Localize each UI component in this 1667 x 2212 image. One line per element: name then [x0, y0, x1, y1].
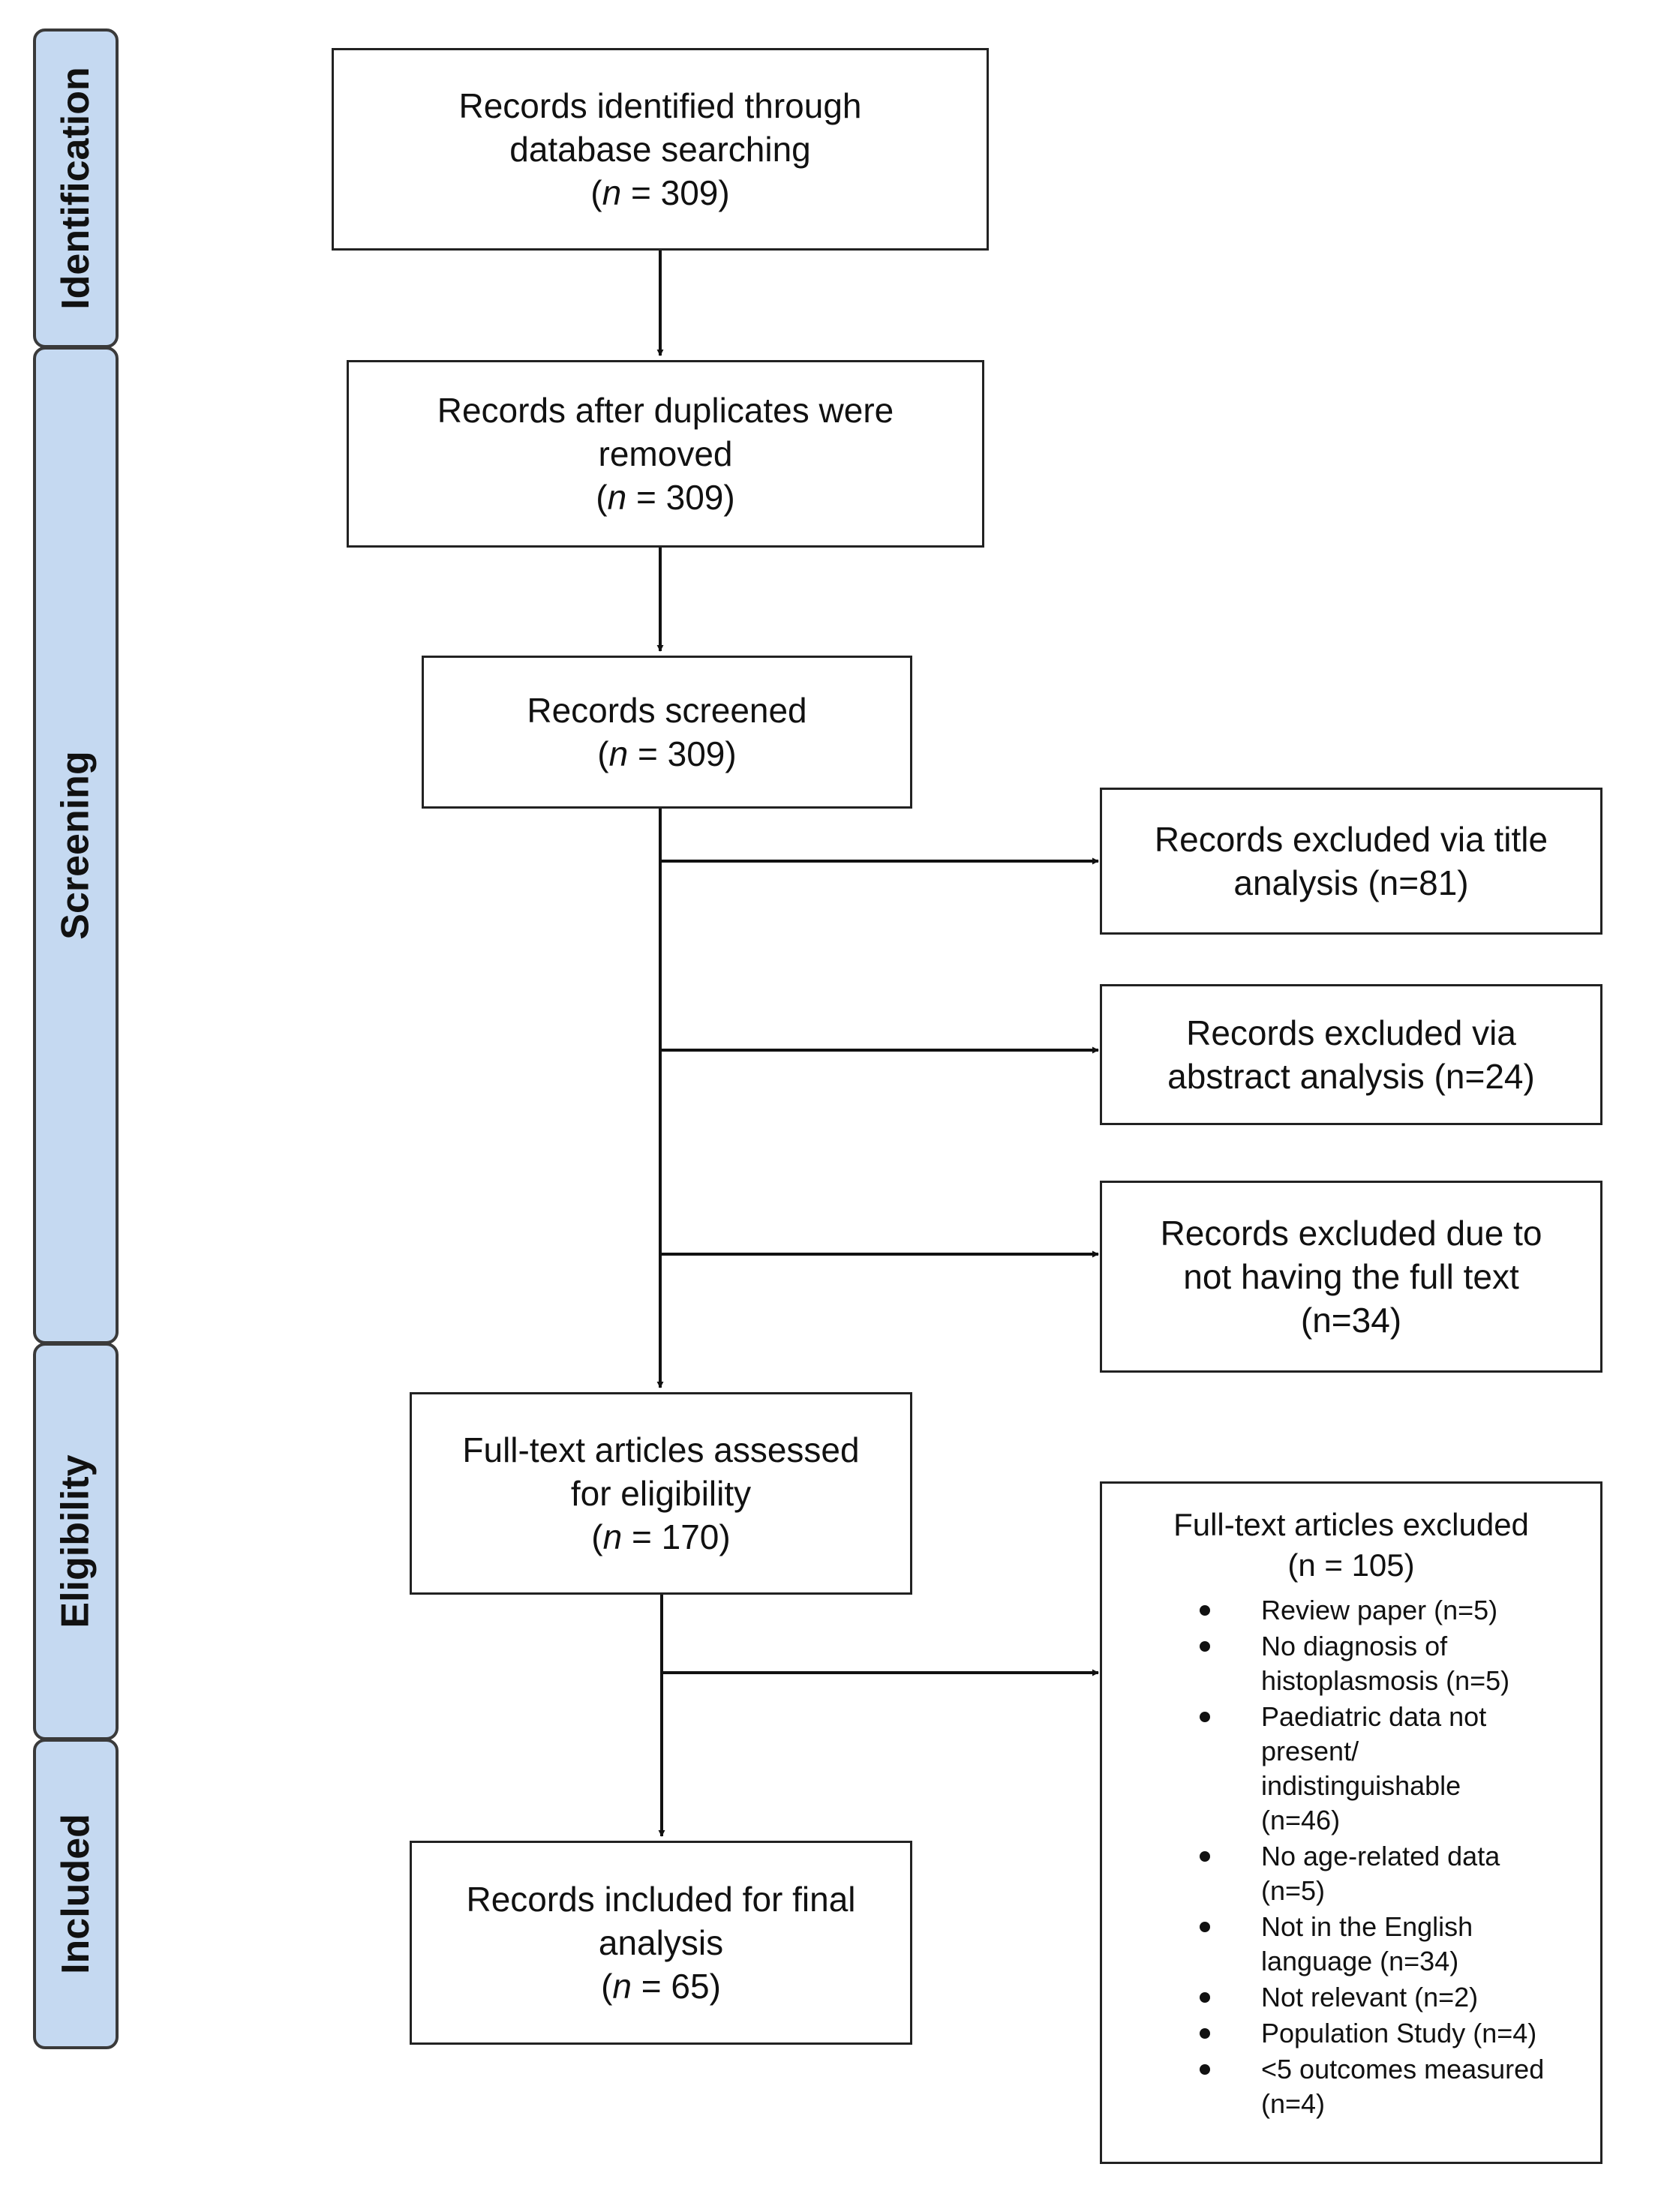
box-included-final-count: (n = 65)	[601, 1967, 721, 2006]
exclusion-reason-text: (n=46)	[1261, 1805, 1341, 1835]
exclusion-reason-text: Review paper (n=5)	[1261, 1595, 1498, 1625]
box-records-deduplicated: Records after duplicates were removed (n…	[347, 360, 984, 548]
box-fulltext-assessed-line2: for eligibility	[570, 1474, 752, 1513]
box-excluded-fulltext-missing-line2: not having the full text	[1183, 1257, 1519, 1296]
exclusion-reason-item: <5 outcomes measured (n=4)	[1102, 2052, 1600, 2121]
exclusion-reason-text: Not in the English	[1261, 1911, 1473, 1942]
box-records-identified: Records identified through database sear…	[332, 48, 989, 251]
exclusion-reason-text: present/	[1261, 1736, 1359, 1766]
box-excluded-fulltext-missing: Records excluded due to not having the f…	[1100, 1181, 1602, 1373]
bullet-icon	[1200, 1851, 1210, 1862]
box-excluded-title: Records excluded via title analysis (n=8…	[1100, 788, 1602, 935]
box-excluded-abstract: Records excluded via abstract analysis (…	[1100, 984, 1602, 1125]
bullet-icon	[1200, 2064, 1210, 2075]
box-included-final: Records included for final analysis (n =…	[410, 1841, 912, 2045]
box-records-identified-line1: Records identified through	[458, 86, 862, 125]
exclusion-reason-item: Population Study (n=4)	[1102, 2016, 1600, 2051]
box-records-screened: Records screened (n = 309)	[422, 656, 912, 809]
box-excluded-abstract-line2: abstract analysis (n=24)	[1167, 1057, 1535, 1096]
exclusion-reason-item: Not in the English language (n=34)	[1102, 1910, 1600, 1979]
exclusion-reason-text: Not relevant (n=2)	[1261, 1982, 1479, 2012]
exclusion-reason-item: Review paper (n=5)	[1102, 1593, 1600, 1628]
phase-identification: Identification	[33, 29, 119, 348]
phase-screening: Screening	[33, 347, 119, 1344]
exclusion-reason-text: Paediatric data not	[1261, 1701, 1487, 1732]
box-records-screened-count: (n = 309)	[597, 734, 737, 773]
fulltext-excluded-count: (n = 105)	[1287, 1547, 1415, 1583]
bullet-icon	[1200, 1992, 1210, 2003]
exclusion-reason-text: histoplasmosis (n=5)	[1261, 1665, 1510, 1696]
exclusion-reason-text: No diagnosis of	[1261, 1631, 1448, 1661]
exclusion-reason-text: indistinguishable	[1261, 1770, 1461, 1801]
exclusion-reason-item: No age-related data (n=5)	[1102, 1839, 1600, 1908]
box-fulltext-excluded: Full-text articles excluded (n = 105) Re…	[1100, 1481, 1602, 2164]
bullet-icon	[1200, 1605, 1210, 1616]
bullet-icon	[1200, 2028, 1210, 2039]
box-fulltext-assessed: Full-text articles assessed for eligibil…	[410, 1392, 912, 1595]
box-excluded-title-line2: analysis (n=81)	[1233, 863, 1469, 902]
exclusion-reason-text: (n=4)	[1261, 2088, 1326, 2119]
exclusion-reason-text: (n=5)	[1261, 1875, 1326, 1906]
box-records-deduplicated-line2: removed	[598, 434, 733, 473]
exclusion-reason-item: Not relevant (n=2)	[1102, 1980, 1600, 2015]
box-included-final-line2: analysis	[598, 1923, 724, 1962]
exclusion-reason-text: language (n=34)	[1261, 1946, 1459, 1976]
phase-included: Included	[33, 1739, 119, 2049]
exclusion-reason-text: Population Study (n=4)	[1261, 2018, 1537, 2048]
box-records-deduplicated-count: (n = 309)	[596, 478, 735, 517]
box-included-final-line1: Records included for final	[466, 1880, 856, 1919]
bullet-icon	[1200, 1922, 1210, 1932]
box-excluded-title-line1: Records excluded via title	[1154, 820, 1548, 859]
exclusion-reason-text: <5 outcomes measured	[1261, 2054, 1545, 2084]
exclusion-reason-item: No diagnosis of histoplasmosis (n=5)	[1102, 1629, 1600, 1698]
box-excluded-fulltext-missing-line1: Records excluded due to	[1160, 1214, 1542, 1253]
exclusion-reason-text: No age-related data	[1261, 1841, 1500, 1871]
exclusion-reason-list: Review paper (n=5) No diagnosis of histopl…	[1102, 1593, 1600, 2121]
box-records-identified-line2: database searching	[509, 130, 811, 169]
bullet-icon	[1200, 1712, 1210, 1722]
box-records-deduplicated-line1: Records after duplicates were	[437, 391, 894, 430]
box-fulltext-assessed-count: (n = 170)	[591, 1517, 731, 1556]
box-excluded-fulltext-missing-line3: (n=34)	[1300, 1301, 1402, 1340]
box-records-identified-count: (n = 309)	[590, 173, 730, 212]
box-excluded-abstract-line1: Records excluded via	[1186, 1013, 1516, 1052]
box-fulltext-assessed-line1: Full-text articles assessed	[462, 1430, 860, 1469]
box-records-screened-line1: Records screened	[527, 691, 807, 730]
bullet-icon	[1200, 1641, 1210, 1652]
exclusion-reason-item: Paediatric data not present/indistinguish…	[1102, 1700, 1600, 1838]
fulltext-excluded-title: Full-text articles excluded	[1173, 1507, 1529, 1542]
